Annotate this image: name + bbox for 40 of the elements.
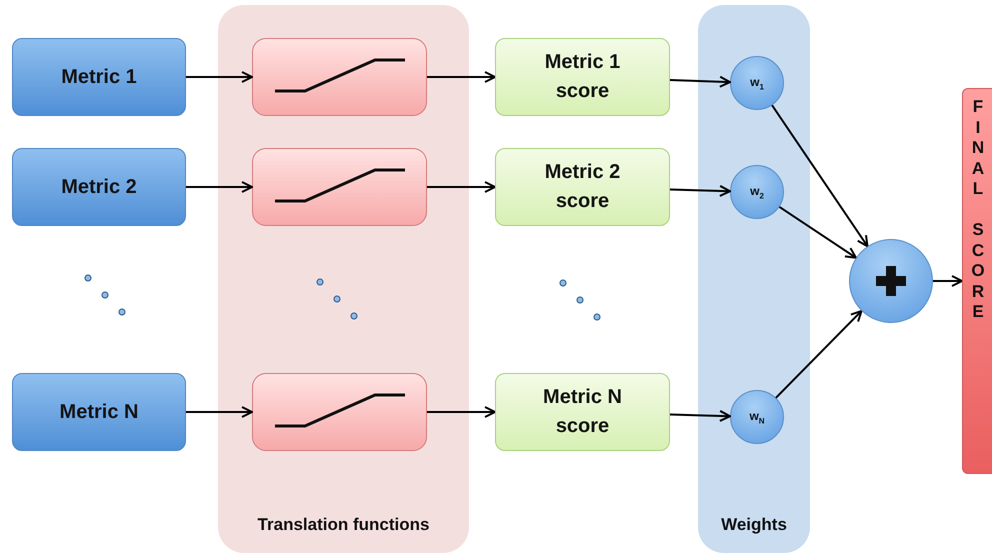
arrow [670,76,732,88]
box-label: Metric 1 [60,64,138,90]
arrow [670,410,731,422]
weight-circle [730,165,784,219]
weight-label: w$_{N}$ [749,408,765,426]
weight-label: w$_{2}$ [750,184,764,200]
score-box [495,373,670,451]
arrow [427,181,496,193]
group-panel [698,5,810,553]
result-bar [962,88,992,474]
weight-circle [730,390,784,444]
function-box [252,148,427,226]
weight-circle [730,56,784,110]
function-box [252,38,427,116]
metric-box [12,38,186,116]
vertical-label: FINAL SCORE [971,97,985,322]
arrow [771,104,868,248]
function-box [252,373,427,451]
arrow [778,206,858,259]
group-title: Weights [721,515,787,535]
arrow [775,310,863,398]
score-box [495,38,670,116]
arrow [186,406,253,418]
score-box [495,148,670,226]
arrow [427,71,496,83]
arrow [933,275,963,287]
arrow [186,181,253,193]
metric-box [12,373,186,451]
arrow [670,184,731,197]
metric-box [12,148,186,226]
box-label: Metric 2 score [544,160,622,214]
arrow [186,71,253,83]
weight-label: w$_{1}$ [750,74,764,92]
box-label: Metric 1 score [544,50,622,104]
box-label: Metric N [58,400,140,424]
group-title: Translation functions [258,515,430,535]
group-panel [218,5,469,553]
box-label: Metric 2 [60,174,138,200]
arrow [427,406,496,418]
box-label: Metric N score [542,385,623,439]
